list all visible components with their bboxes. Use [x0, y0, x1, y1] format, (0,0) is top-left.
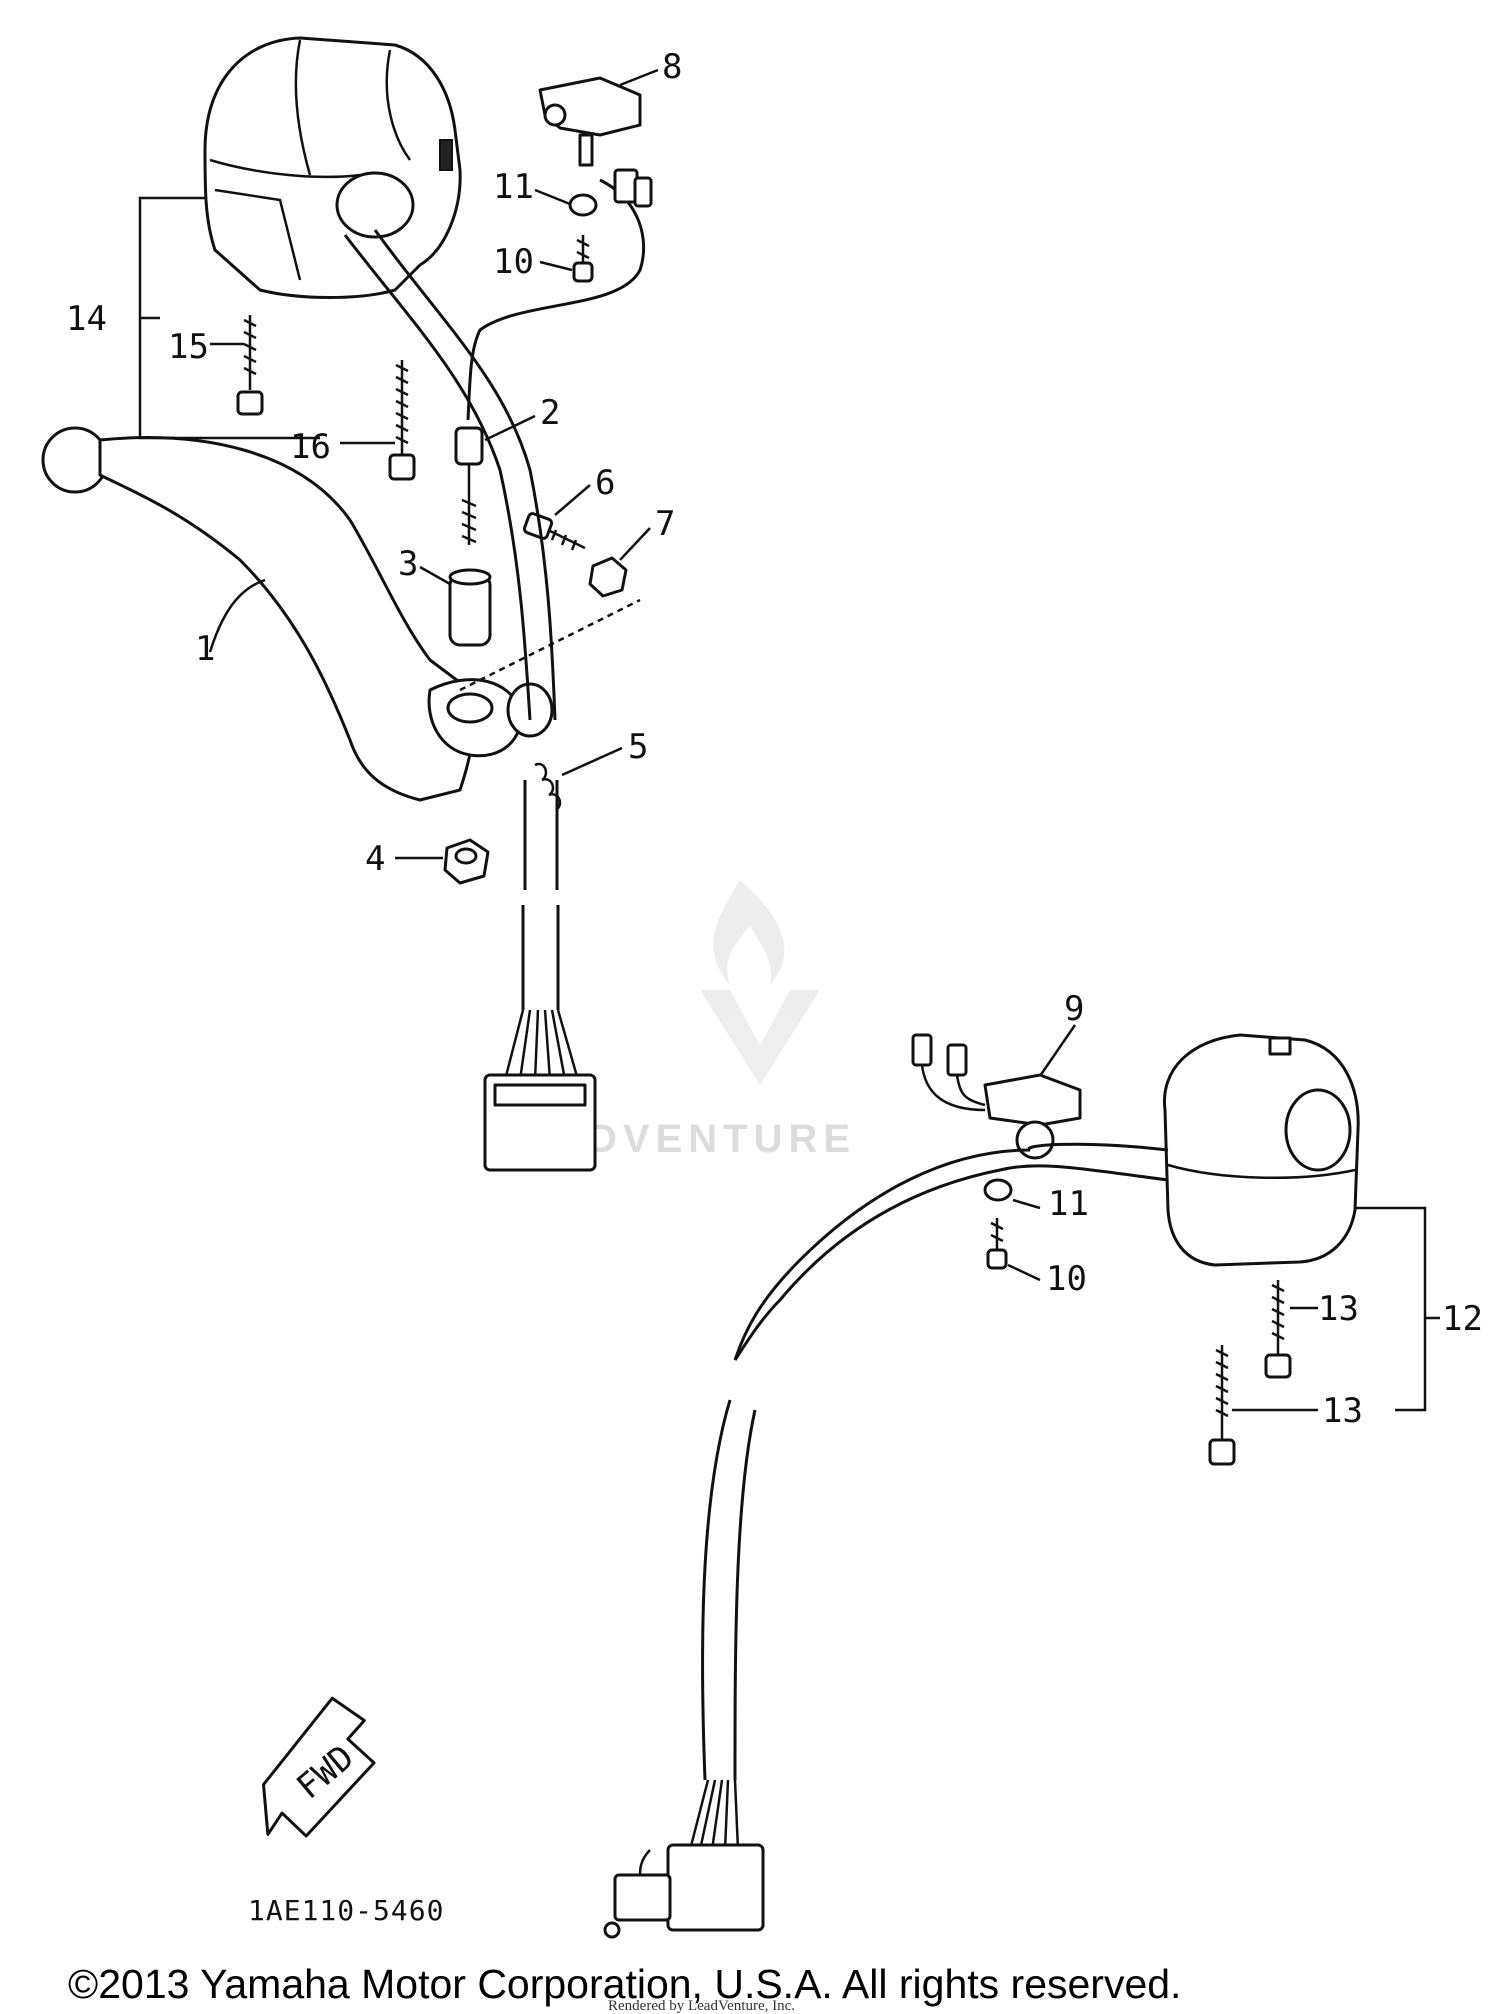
right-handlebar-switch-housing [1162, 1033, 1360, 1267]
callout-10-bottom: 10 [1046, 1259, 1087, 1299]
leader-lines [138, 68, 1440, 1412]
left-housing-screw-15 [236, 315, 264, 416]
lever-nut [443, 838, 490, 885]
callout-14: 14 [66, 299, 107, 339]
lock-washer-bottom [983, 1178, 1013, 1202]
copyright-notice: ©2013 Yamaha Motor Corporation, U.S.A. A… [68, 1961, 1181, 2007]
forward-direction-arrow: FWD [262, 1696, 376, 1838]
callout-6: 6 [595, 463, 615, 503]
callout-13-lower: 13 [1322, 1391, 1363, 1431]
reference-code: 1AE110-5460 [248, 1894, 444, 1927]
right-housing-screw-lower [1208, 1345, 1236, 1466]
callout-10-top: 10 [493, 242, 534, 282]
pivot-bolt [454, 426, 484, 545]
rendered-by-credit: Rendered by LeadVenture, Inc. [608, 1998, 795, 2014]
front-brake-switch [538, 76, 653, 208]
lever-spring [534, 762, 562, 812]
callout-2: 2 [540, 393, 560, 433]
callout-4: 4 [365, 839, 385, 879]
left-switch-cable [343, 178, 646, 1172]
adjuster-bolt [522, 512, 586, 551]
switch-screw-bottom [986, 1218, 1008, 1270]
right-housing-screw-upper [1264, 1280, 1292, 1379]
switch-screw-top [572, 235, 594, 283]
callout-12: 12 [1442, 1299, 1483, 1339]
pivot-collar [448, 568, 492, 647]
callout-3: 3 [398, 544, 418, 584]
callout-9: 9 [1064, 989, 1084, 1029]
callout-13-upper: 13 [1318, 1289, 1359, 1329]
callout-15: 15 [168, 327, 209, 367]
lock-nut [588, 556, 628, 598]
lock-washer-top [568, 193, 598, 217]
right-switch-cable [603, 1142, 1169, 1939]
brake-lever [41, 426, 554, 802]
callout-11-bottom: 11 [1048, 1184, 1089, 1224]
watermark-logo [700, 880, 820, 1085]
callout-8: 8 [662, 47, 682, 87]
left-handlebar-switch-housing [203, 36, 462, 299]
callout-5: 5 [628, 727, 648, 767]
callout-16: 16 [290, 427, 331, 467]
callout-7: 7 [655, 504, 675, 544]
left-housing-screw-16 [388, 360, 416, 481]
callout-11-top: 11 [493, 167, 534, 207]
callout-1: 1 [195, 629, 215, 669]
